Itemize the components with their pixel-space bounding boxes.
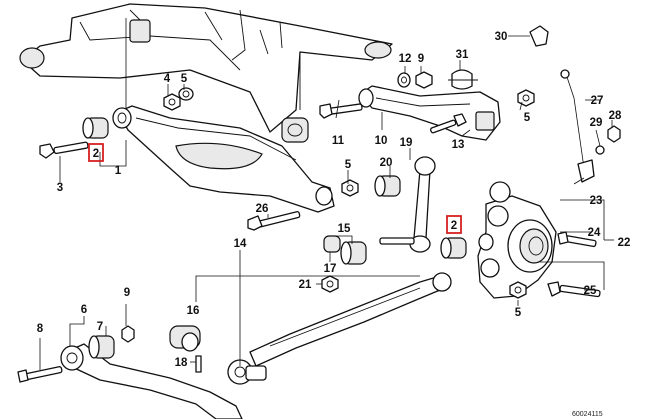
nut-4 — [163, 93, 181, 111]
lower-left-arm — [60, 343, 243, 419]
nut-9-lower — [121, 325, 135, 343]
link-19 — [379, 156, 436, 253]
catalog-number: 60024115 — [572, 411, 603, 418]
callout-8: 8 — [37, 323, 44, 335]
callout-14: 14 — [234, 238, 247, 250]
callout-5-lower-right: 5 — [515, 307, 522, 319]
callout-29: 29 — [590, 117, 603, 129]
callout-5-middle: 5 — [345, 159, 352, 171]
bolt-13 — [430, 113, 467, 134]
callout-5-top: 5 — [181, 73, 188, 85]
callout-12: 12 — [399, 53, 412, 65]
rear-subframe — [19, 3, 393, 143]
callout-4: 4 — [164, 73, 171, 85]
callout-10: 10 — [375, 135, 388, 147]
sensor-rod-27 — [560, 69, 595, 185]
thrust-rod-16 — [227, 272, 452, 385]
callout-11: 11 — [332, 135, 345, 147]
nut-5-middle — [341, 179, 359, 197]
callout-31: 31 — [456, 49, 469, 61]
highlight-box-right — [446, 215, 462, 234]
bolt-8 — [17, 366, 63, 383]
bracket-31 — [448, 69, 478, 90]
callout-9-lower: 9 — [124, 287, 130, 299]
nut-5-lower-right — [509, 281, 527, 299]
callout-18: 18 — [175, 357, 188, 369]
callout-27: 27 — [591, 95, 604, 107]
callout-30: 30 — [495, 31, 508, 43]
callout-6: 6 — [81, 304, 87, 316]
callout-3: 3 — [57, 182, 63, 194]
callout-2-left: 2 — [93, 148, 99, 160]
callout-19: 19 — [400, 137, 413, 149]
nut-5-upper-right — [517, 89, 535, 107]
callout-23: 23 — [590, 195, 603, 207]
callout-13: 13 — [452, 139, 465, 151]
leader-lines — [39, 18, 614, 370]
callout-28: 28 — [609, 110, 622, 122]
highlight-box-left — [88, 143, 104, 162]
bushing-7 — [88, 335, 115, 359]
callout-1: 1 — [115, 165, 122, 177]
bushing-2-right — [440, 237, 467, 259]
bushing-2 — [82, 117, 109, 139]
bushing-20 — [374, 175, 401, 197]
callout-25: 25 — [584, 285, 597, 297]
callout-16: 16 — [187, 305, 200, 317]
callout-17: 17 — [324, 263, 337, 275]
washer-5-top — [178, 87, 194, 101]
wheel-carrier — [477, 181, 557, 299]
bushing-18 — [169, 325, 202, 373]
callout-9-top: 9 — [418, 53, 424, 65]
lower-control-arm — [112, 105, 335, 213]
callout-24: 24 — [588, 227, 601, 239]
bushing-15 — [340, 241, 367, 265]
callout-21: 21 — [299, 279, 312, 291]
callout-5-upper-right: 5 — [524, 112, 531, 124]
callout-7: 7 — [97, 321, 103, 333]
callout-22: 22 — [618, 237, 631, 249]
callouts: 1 2 3 4 5 5 5 5 6 7 8 9 9 10 11 12 13 14… — [37, 31, 631, 369]
upper-arm-10 — [358, 85, 501, 141]
clip-30 — [529, 25, 549, 47]
washer-12 — [397, 72, 411, 88]
callout-2-right: 2 — [451, 220, 457, 232]
bolt-25 — [547, 281, 601, 298]
bolt-24 — [557, 231, 597, 248]
callout-26: 26 — [256, 203, 269, 215]
nut-21 — [321, 275, 339, 293]
bushing-17 — [323, 235, 341, 253]
nut-28 — [607, 125, 621, 143]
bolt-11 — [319, 103, 363, 119]
washer-29 — [595, 145, 605, 155]
bolt-3 — [39, 141, 89, 159]
bolt-26 — [247, 211, 301, 231]
nut-9-top — [415, 71, 433, 89]
callout-15: 15 — [338, 223, 351, 235]
callout-20: 20 — [380, 157, 393, 169]
